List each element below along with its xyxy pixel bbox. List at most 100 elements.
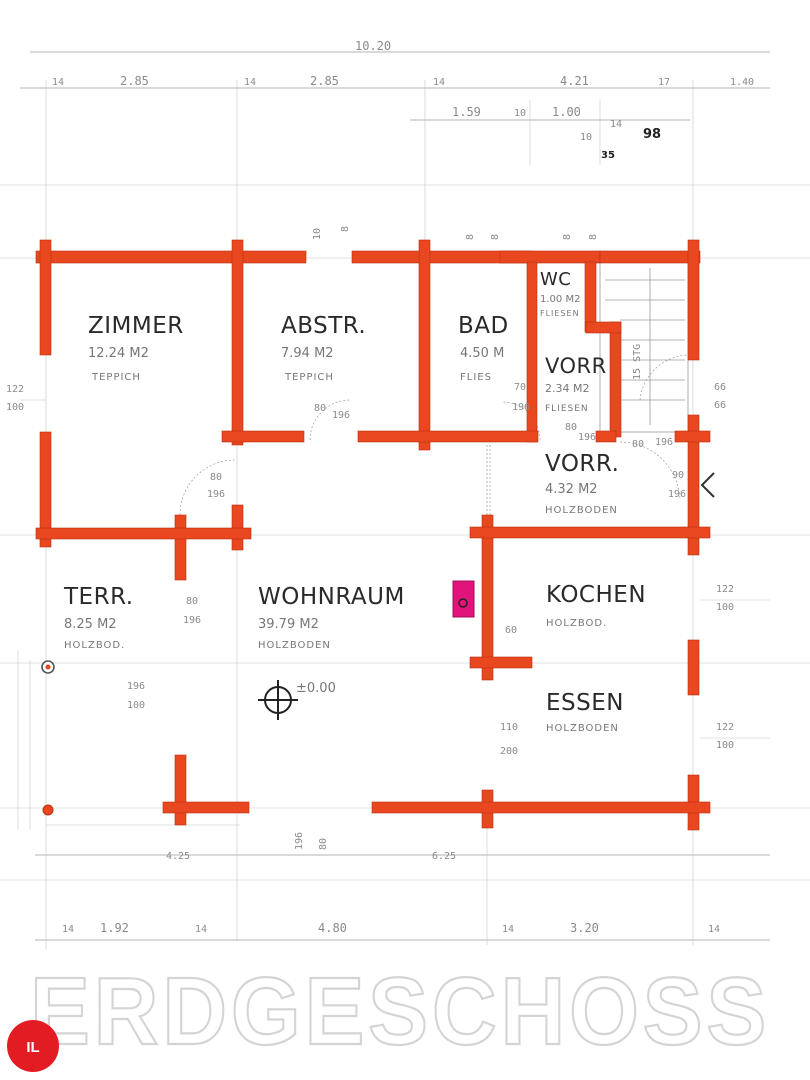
dim-bottom-faint-1: 4.25 [166,851,190,862]
door-1-height: 196 [207,489,225,500]
door-11-width: 80 [565,422,577,433]
door-6-b: 100 [127,700,145,711]
bottom-dimensions: 4.25 6.25 14 1.92 14 4.80 14 3.20 14 [62,851,720,935]
door-11-height: 196 [578,432,596,443]
wall-mark-2: 8 [340,226,351,232]
room-floor-zimmer: TEPPICH [91,372,141,383]
room-floor-vorr-small: FLIESEN [545,404,589,414]
dim-right-top-1: 66 [714,382,726,393]
door-10-height: 196 [655,437,673,448]
dim-bottom-1: 14 [62,924,74,935]
room-area-wc: 1.00 M2 [540,294,580,305]
door-10-width: 80 [632,439,644,450]
walls [35,239,711,831]
wall-mark-6: 8 [588,234,599,240]
dim-top-7: 17 [658,77,670,88]
dim-right-top-2: 66 [714,400,726,411]
room-area-vorr-small: 2.34 M2 [545,382,589,395]
room-name-wc: WC [540,269,571,290]
door-5-height: 196 [512,402,530,413]
room-area-bad: 4.50 M [460,346,504,361]
door-3-height: 196 [332,410,350,421]
room-floor-essen: HOLZBODEN [546,723,619,734]
room-name-abstr: ABSTR. [281,313,366,339]
room-floor-terr: HOLZBOD. [64,640,125,651]
door-4-height: 196 [668,489,686,500]
dim-right-mid-1: 122 [716,584,734,595]
room-name-essen: ESSEN [546,690,624,716]
room-floor-wc: FLIESEN [540,309,580,318]
stairs-label: 15 STG [632,344,643,380]
top-dimensions: 10.20 14 2.85 14 2.85 14 4.21 17 1.40 1.… [52,39,754,240]
dim-top-row2-3: 1.00 [552,105,581,119]
room-floor-bad: FLIES [460,372,492,383]
dim-left-1: 122 [6,384,24,395]
dim-bottom-6: 3.20 [570,921,599,935]
dim-top-row2-1: 1.59 [452,105,481,119]
room-floor-vorr: HOLZBODEN [545,505,618,516]
dim-right-low-1: 122 [716,722,734,733]
room-labels: ZIMMER 12.24 M2 TEPPICH ABSTR. 7.94 M2 T… [63,269,646,734]
plan-title: ERDGESCHOSS [30,958,770,1065]
room-name-terr: TERR. [63,584,134,610]
room-floor-kochen: HOLZBOD. [546,618,607,629]
door-dimensions: 80 196 80 196 80 196 90 196 70 196 196 1… [127,382,686,850]
dim-top-5: 14 [433,77,445,88]
room-area-zimmer: 12.24 M2 [88,346,149,361]
door-2-height: 196 [183,615,201,626]
brand-logo: IL [7,1020,59,1072]
door-9-width: 60 [505,625,517,636]
door-8-b: 80 [318,838,329,850]
door-2-width: 80 [186,596,198,607]
wall-mark-1: 10 [312,228,323,240]
room-area-wohnraum: 39.79 M2 [258,617,319,632]
wall-mark-5: 8 [562,234,573,240]
door-1-width: 80 [210,472,222,483]
dim-bottom-5: 14 [502,924,514,935]
dim-top-1: 14 [52,77,64,88]
room-floor-abstr: TEPPICH [284,372,334,383]
handwritten-dim-35: 35 [601,150,615,161]
dim-top-6: 4.21 [560,74,589,88]
door-7-b: 200 [500,746,518,757]
side-dimensions: 122 100 66 66 122 100 122 100 [6,382,734,751]
dim-top-4: 2.85 [310,74,339,88]
room-name-zimmer: ZIMMER [88,313,184,339]
entrance-arrow-icon [700,472,715,498]
room-area-vorr: 4.32 M2 [545,482,598,497]
door-7-a: 110 [500,722,518,733]
dim-right-mid-2: 100 [716,602,734,613]
dim-top-8: 1.40 [730,77,754,88]
level-value: ±0.00 [296,681,336,696]
door-4-width: 90 [672,470,684,481]
handwritten-dim-98: 98 [643,127,661,142]
room-name-wohnraum: WOHNRAUM [258,584,405,610]
level-marker: ±0.00 [258,680,336,720]
dim-top-2: 2.85 [120,74,149,88]
door-3-width: 80 [314,403,326,414]
dim-top-row2-2: 10 [514,108,526,119]
room-floor-wohnraum: HOLZBODEN [258,640,331,651]
wall-mark-3: 8 [465,234,476,240]
room-area-abstr: 7.94 M2 [281,346,334,361]
room-name-kochen: KOCHEN [546,582,646,608]
door-6-a: 196 [127,681,145,692]
dim-top-row2-5: 14 [610,119,622,130]
room-name-bad: BAD [458,313,509,339]
room-name-vorr: VORR. [545,451,619,477]
dim-left-2: 100 [6,402,24,413]
dim-bottom-4: 4.80 [318,921,347,935]
dim-bottom-7: 14 [708,924,720,935]
dim-top-3: 14 [244,77,256,88]
dim-overall-width: 10.20 [355,39,391,53]
dim-bottom-3: 14 [195,924,207,935]
wall-mark-4: 8 [490,234,501,240]
dim-bottom-2: 1.92 [100,921,129,935]
terrace-posts [41,660,55,816]
door-5-width: 70 [514,382,526,393]
door-8-a: 196 [294,832,305,850]
room-area-terr: 8.25 M2 [64,617,117,632]
room-name-vorr-small: VORR [545,354,607,378]
chimney [452,580,475,618]
